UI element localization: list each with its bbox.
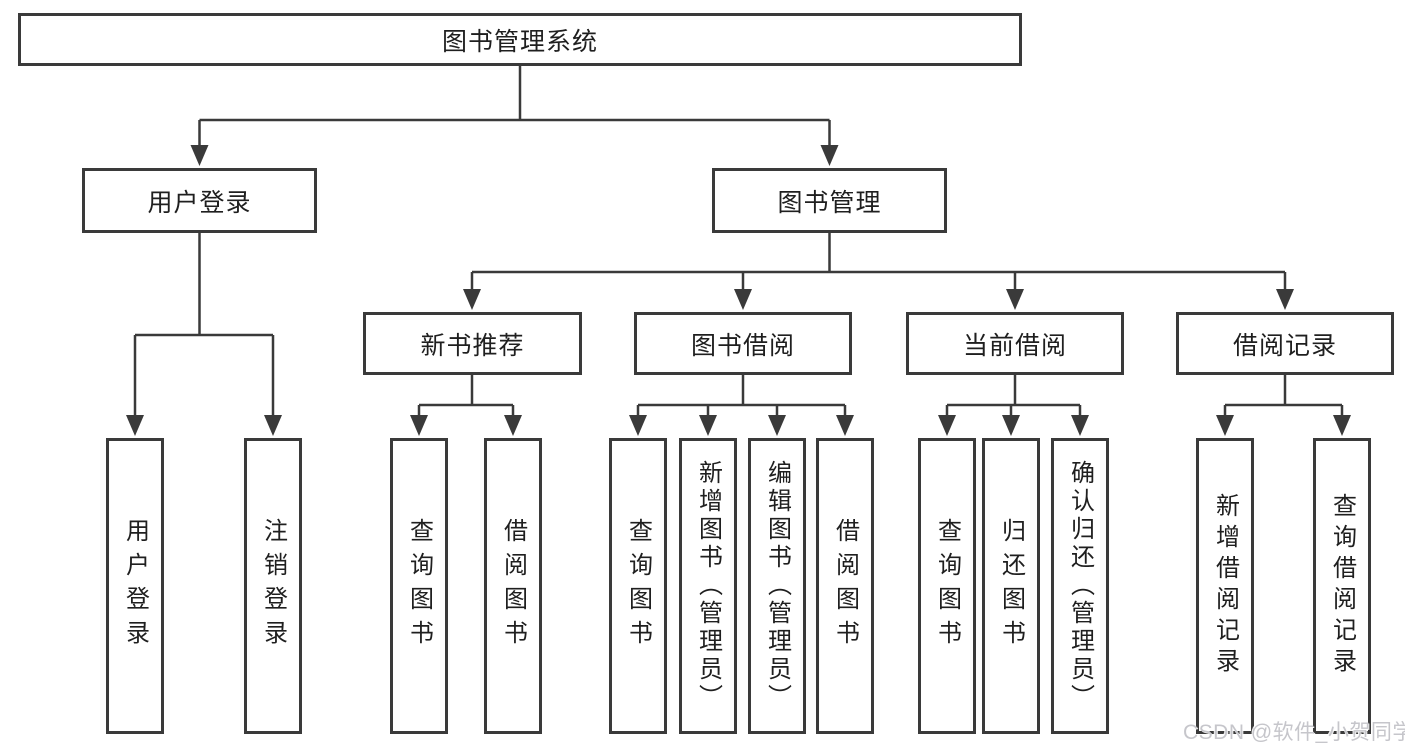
arrowhead bbox=[264, 415, 282, 436]
leaf-logout: 注销登录 bbox=[244, 438, 302, 734]
leaf-borrow-books-recommend: 借阅图书 bbox=[484, 438, 542, 734]
leaf-borrow-books: 借阅图书 bbox=[816, 438, 874, 734]
arrowhead bbox=[1216, 415, 1234, 436]
arrowhead bbox=[629, 415, 647, 436]
node-new-book-recommend: 新书推荐 bbox=[363, 312, 582, 375]
arrowhead bbox=[836, 415, 854, 436]
connector-new-book-children bbox=[410, 375, 522, 436]
leaf-query-books-current: 查询图书 bbox=[918, 438, 976, 734]
connector-borrow-record-children bbox=[1216, 375, 1351, 436]
arrowhead bbox=[820, 145, 839, 166]
leaf-confirm-return-admin: 确认归还（管理员） bbox=[1051, 438, 1109, 734]
leaf-query-books-recommend: 查询图书 bbox=[390, 438, 448, 734]
node-book-management: 图书管理 bbox=[712, 168, 947, 233]
arrowhead bbox=[1276, 289, 1294, 310]
leaf-query-borrow-record: 查询借阅记录 bbox=[1313, 438, 1371, 734]
leaf-edit-books-admin: 编辑图书（管理员） bbox=[748, 438, 806, 734]
leaf-add-borrow-record: 新增借阅记录 bbox=[1196, 438, 1254, 734]
arrowhead bbox=[190, 145, 209, 166]
node-user-login: 用户登录 bbox=[82, 168, 317, 233]
arrowhead bbox=[126, 415, 144, 436]
arrowhead bbox=[1006, 289, 1024, 310]
connector-user-login-children bbox=[126, 233, 282, 436]
arrowhead bbox=[504, 415, 522, 436]
connector-book-management-to-sections bbox=[463, 233, 1294, 310]
arrowhead bbox=[410, 415, 428, 436]
arrowhead bbox=[768, 415, 786, 436]
arrowhead bbox=[1002, 415, 1020, 436]
arrowhead bbox=[938, 415, 956, 436]
arrowhead bbox=[1071, 415, 1089, 436]
leaf-query-books-borrow: 查询图书 bbox=[609, 438, 667, 734]
node-borrow-records: 借阅记录 bbox=[1176, 312, 1394, 375]
leaf-user-login: 用户登录 bbox=[106, 438, 164, 734]
node-root: 图书管理系统 bbox=[18, 13, 1022, 66]
connector-current-borrow-children bbox=[938, 375, 1089, 436]
leaf-return-books: 归还图书 bbox=[982, 438, 1040, 734]
arrowhead bbox=[734, 289, 752, 310]
arrowhead bbox=[463, 289, 481, 310]
csdn-watermark: CSDN @软件_小贺同学 bbox=[1183, 721, 1405, 744]
node-current-borrow: 当前借阅 bbox=[906, 312, 1124, 375]
connector-root-to-level2 bbox=[190, 66, 839, 166]
node-book-borrow: 图书借阅 bbox=[634, 312, 852, 375]
leaf-add-books-admin: 新增图书（管理员） bbox=[679, 438, 737, 734]
arrowhead bbox=[1333, 415, 1351, 436]
connector-book-borrow-children bbox=[629, 375, 854, 436]
arrowhead bbox=[699, 415, 717, 436]
